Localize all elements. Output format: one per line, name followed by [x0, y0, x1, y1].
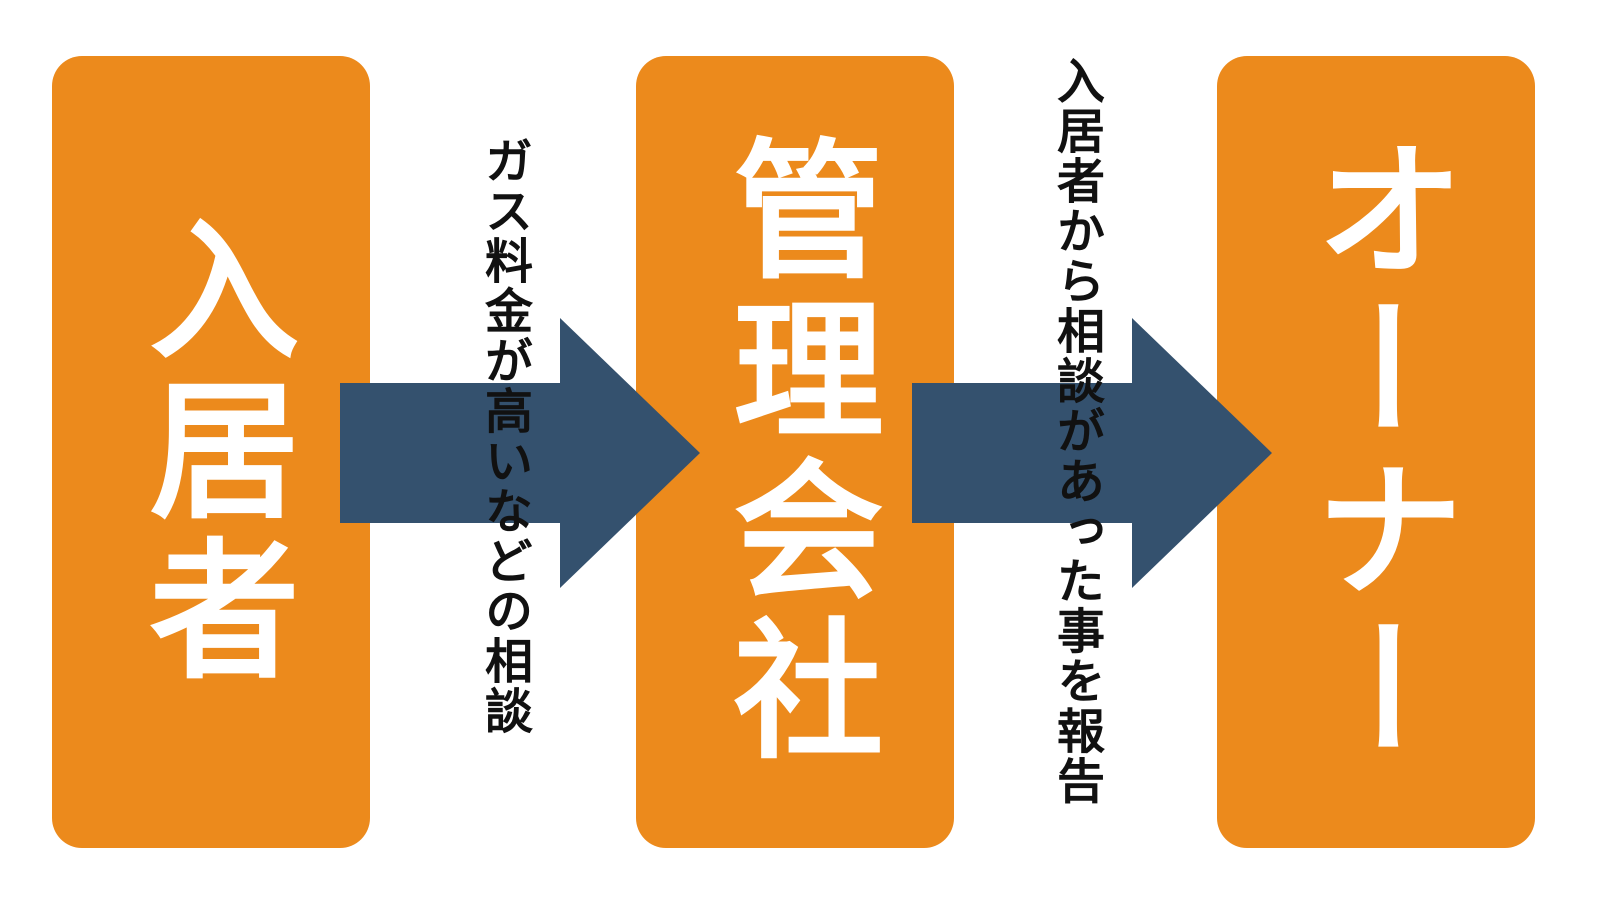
arrow-tenant-to-management: [340, 318, 700, 588]
node-tenant-label: 入居者: [124, 212, 298, 692]
edge-label-report: 入居者から相談があった事を報告: [1048, 56, 1104, 806]
node-owner-label: オーナー: [1289, 132, 1463, 772]
arrow-management-to-owner: [912, 318, 1272, 588]
arrow-right-icon: [912, 318, 1272, 588]
node-tenant: 入居者: [52, 56, 370, 848]
node-management-company-label: 管理会社: [708, 132, 882, 772]
edge-label-consultation: ガス料金が高いなどの相談: [476, 136, 532, 736]
arrow-right-icon: [340, 318, 700, 588]
